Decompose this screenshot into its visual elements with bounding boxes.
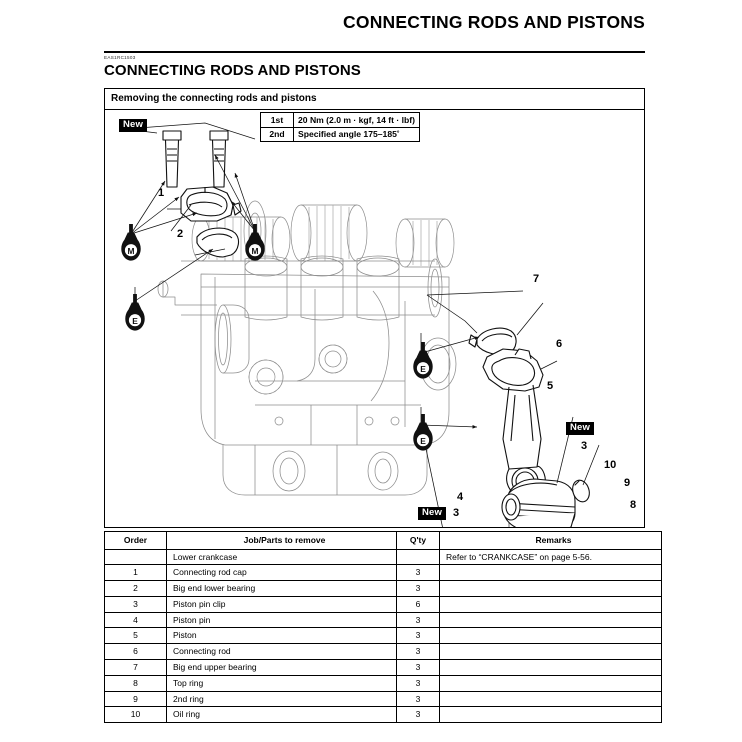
cell-order: 5: [104, 627, 167, 645]
callout-7: 7: [533, 273, 540, 285]
cell-job: Connecting rod cap: [166, 564, 397, 582]
parts-table-header-row: Order Job/Parts to remove Q'ty Remarks: [104, 531, 662, 550]
section-reference-code: EAS1RC1503: [104, 55, 136, 60]
cell-qty: 3: [396, 627, 440, 645]
cell-remarks: [439, 580, 662, 597]
torque-step-value: 20 Nm (2.0 m · kgf, 14 ft · lbf): [293, 112, 420, 128]
page-title: CONNECTING RODS AND PISTONS: [343, 12, 645, 32]
callout-2: 2: [177, 228, 184, 240]
exploded-view-diagram: M M E: [105, 109, 644, 527]
table-row: 2 Big end lower bearing 3: [104, 580, 662, 597]
callout-8: 8: [630, 499, 637, 511]
callout-5: 5: [547, 380, 554, 392]
new-part-badge: New: [418, 507, 447, 521]
torque-step-label: 2nd: [260, 126, 294, 143]
cell-order: 1: [104, 564, 167, 582]
cell-order: 8: [104, 674, 167, 692]
svg-text:M: M: [252, 246, 259, 256]
cell-qty: 6: [396, 595, 440, 613]
cell-job: Oil ring: [166, 706, 397, 724]
torque-row: 1st 20 Nm (2.0 m · kgf, 14 ft · lbf): [260, 112, 420, 128]
cell-qty: 3: [396, 659, 440, 676]
svg-text:E: E: [132, 316, 138, 326]
cell-remarks: [439, 595, 662, 613]
cell-job: Lower crankcase: [166, 548, 397, 566]
cell-remarks: [439, 611, 662, 629]
callout-6: 6: [556, 338, 563, 350]
torque-specification-table: 1st 20 Nm (2.0 m · kgf, 14 ft · lbf) 2nd…: [260, 112, 420, 143]
figure-panel: Removing the connecting rods and pistons: [104, 88, 645, 528]
cell-order: [104, 548, 167, 566]
cell-job: Piston pin: [166, 611, 397, 629]
cell-order: 7: [104, 659, 167, 676]
cell-order: 10: [104, 706, 167, 724]
callout-3-upper: 3: [581, 440, 588, 452]
callout-9: 9: [624, 477, 631, 489]
new-part-badge: New: [119, 119, 148, 133]
cell-order: 4: [104, 611, 167, 629]
cell-order: 2: [104, 580, 167, 597]
cell-remarks: [439, 627, 662, 645]
lubricant-marker-group: [121, 224, 265, 331]
cell-job: Big end lower bearing: [166, 580, 397, 597]
column-header-qty: Q'ty: [396, 531, 440, 550]
page-header: CONNECTING RODS AND PISTONS: [0, 0, 742, 53]
header-divider: [104, 51, 645, 53]
table-row: 6 Connecting rod 3: [104, 643, 662, 661]
svg-text:E: E: [420, 436, 426, 446]
cell-qty: 3: [396, 674, 440, 692]
column-header-remarks: Remarks: [439, 531, 662, 550]
cell-job: Connecting rod: [166, 643, 397, 661]
torque-step-label: 1st: [260, 112, 294, 128]
cell-qty: 3: [396, 690, 440, 708]
cell-qty: 3: [396, 611, 440, 629]
cell-remarks: [439, 706, 662, 724]
table-row: 9 2nd ring 3: [104, 690, 662, 708]
cell-job: Big end upper bearing: [166, 659, 397, 676]
table-row: 10 Oil ring 3: [104, 706, 662, 724]
callout-1: 1: [158, 187, 165, 199]
cell-qty: 3: [396, 580, 440, 597]
cell-qty: 3: [396, 643, 440, 661]
column-header-job: Job/Parts to remove: [166, 531, 397, 550]
svg-text:E: E: [420, 364, 426, 374]
table-row: 4 Piston pin 3: [104, 611, 662, 629]
table-row: 1 Connecting rod cap 3: [104, 564, 662, 582]
svg-text:M: M: [128, 246, 135, 256]
cell-job: Piston: [166, 627, 397, 645]
cell-remarks: [439, 659, 662, 676]
cell-job: Top ring: [166, 674, 397, 692]
callout-3-lower: 3: [453, 507, 460, 519]
cell-qty: [396, 548, 440, 566]
figure-caption: Removing the connecting rods and pistons: [111, 93, 317, 104]
column-header-order: Order: [104, 531, 167, 550]
cell-qty: 3: [396, 706, 440, 724]
cell-order: 9: [104, 690, 167, 708]
cell-job: Piston pin clip: [166, 595, 397, 613]
cell-order: 3: [104, 595, 167, 613]
table-row: 7 Big end upper bearing 3: [104, 659, 662, 676]
cell-remarks: [439, 564, 662, 582]
table-row: 5 Piston 3: [104, 627, 662, 645]
cell-remarks: [439, 674, 662, 692]
table-row: 8 Top ring 3: [104, 674, 662, 692]
cell-remarks: Refer to “CRANKCASE” on page 5-56.: [439, 548, 662, 566]
figure-caption-divider: [105, 109, 644, 111]
parts-table: Order Job/Parts to remove Q'ty Remarks L…: [104, 531, 662, 724]
new-part-badge: New: [566, 422, 595, 436]
cell-job: 2nd ring: [166, 690, 397, 708]
table-row: 3 Piston pin clip 6: [104, 595, 662, 613]
section-title: CONNECTING RODS AND PISTONS: [104, 62, 361, 79]
table-row: Lower crankcase Refer to “CRANKCASE” on …: [104, 548, 662, 566]
torque-step-value: Specified angle 175–185˚: [293, 126, 420, 143]
callout-4: 4: [457, 491, 464, 503]
cell-order: 6: [104, 643, 167, 661]
callout-10: 10: [604, 459, 617, 471]
cell-remarks: [439, 643, 662, 661]
torque-row: 2nd Specified angle 175–185˚: [260, 126, 420, 143]
cell-remarks: [439, 690, 662, 708]
cell-qty: 3: [396, 564, 440, 582]
